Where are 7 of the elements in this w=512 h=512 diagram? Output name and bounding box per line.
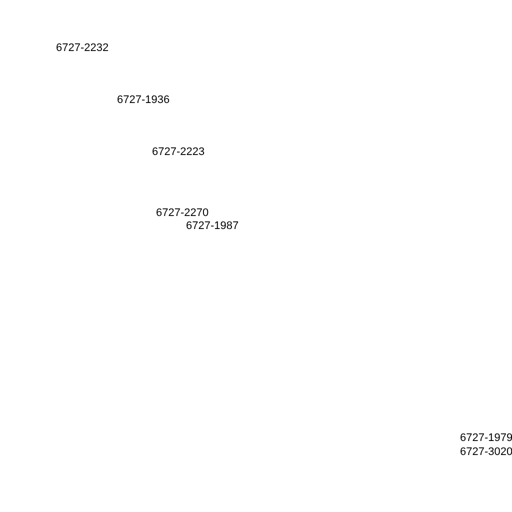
id-label: 6727-2232 bbox=[56, 42, 109, 54]
id-label: 6727-1987 bbox=[186, 220, 239, 232]
id-label: 6727-2223 bbox=[152, 146, 205, 158]
id-label: 6727-1936 bbox=[117, 94, 170, 106]
id-label: 6727-2270 bbox=[156, 207, 209, 219]
id-label: 6727-3020 bbox=[460, 446, 512, 458]
id-label: 6727-1979 bbox=[460, 432, 512, 444]
